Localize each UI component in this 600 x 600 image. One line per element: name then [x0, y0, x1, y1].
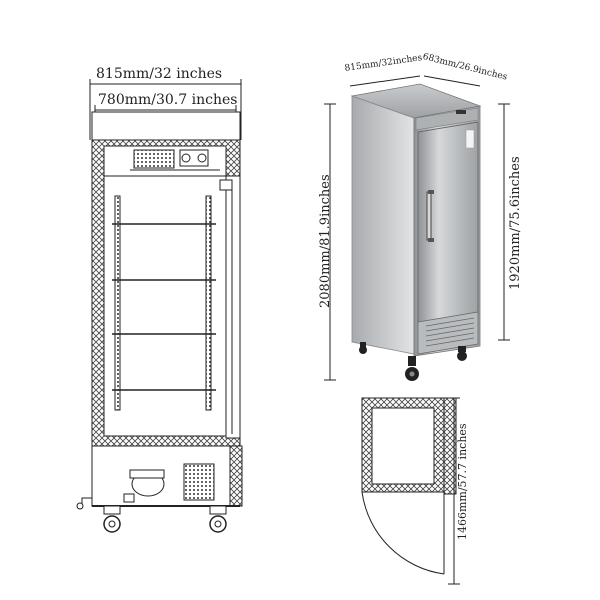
grille-panel: [229, 445, 243, 507]
overall-width-label: 815mm/32 inches: [96, 66, 223, 82]
product-casters: [359, 342, 467, 381]
body-height-label: 1920mm/75.6inches: [508, 156, 523, 290]
door-handle: [426, 191, 432, 241]
casters: [103, 505, 227, 533]
height-dimension-lines: [324, 75, 510, 381]
condenser: [183, 463, 215, 501]
overall-height-label: 2080mm/81.9inches: [318, 174, 333, 308]
power-cord: [81, 497, 92, 506]
door-swing-arc: [361, 491, 445, 575]
door-section: [225, 175, 241, 439]
control-display: [456, 110, 466, 114]
evaporator-coil: [133, 149, 175, 169]
product-view: [324, 75, 510, 381]
shelves: [112, 223, 216, 391]
section-view: [76, 79, 243, 533]
door-swing-view: [361, 397, 460, 585]
door-swing-label: 1466mm/57.7 inches: [456, 423, 469, 540]
label-sticker: [465, 129, 475, 149]
shelf-rails: [114, 195, 212, 411]
side-panel: [351, 95, 415, 355]
vent-grille: [417, 311, 479, 355]
interior-width-label: 780mm/30.7 inches: [98, 92, 238, 108]
